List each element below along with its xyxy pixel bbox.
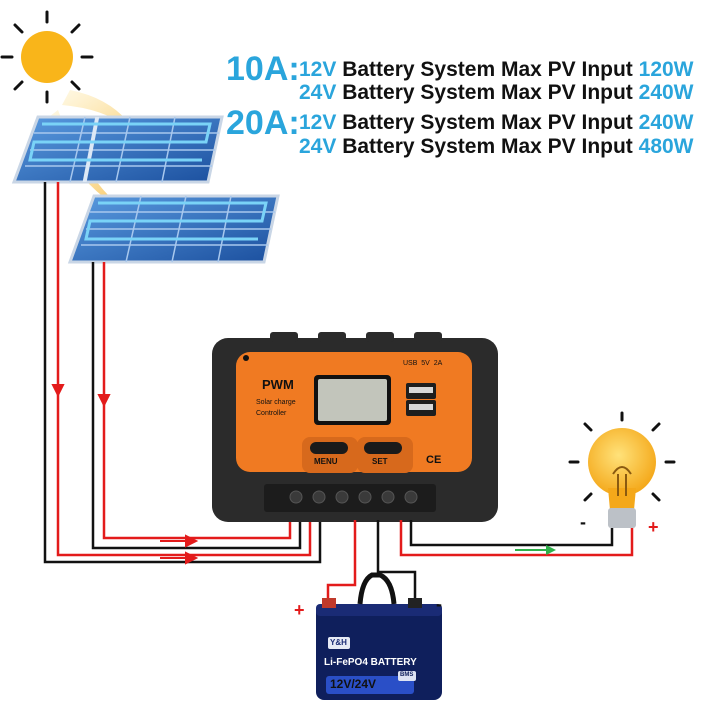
terminal-block (264, 484, 436, 512)
spec-amp-20a: 20A: (226, 104, 300, 142)
spec-row: 12V Battery System Max PV Input 240W (299, 111, 694, 135)
solar-panel-icon (11, 115, 224, 184)
battery-voltage: 12V/24V (330, 677, 377, 691)
spec-watts: 480W (638, 135, 694, 158)
light-bulb-icon (568, 411, 676, 528)
spec-row: 12V Battery System Max PV Input 120W (299, 58, 694, 82)
battery-plus-sign: + (294, 600, 305, 620)
spec-watts: 240W (638, 81, 694, 104)
controller-subtitle: Controller (256, 410, 287, 417)
battery-brand: Y&H (330, 638, 347, 647)
load-minus-sign: - (580, 512, 586, 532)
set-label: SET (372, 457, 388, 466)
charge-controller (212, 332, 498, 522)
spec-voltage: 24V (299, 135, 337, 158)
spec-voltage: 12V (299, 58, 337, 81)
spec-voltage: 24V (299, 81, 337, 104)
battery-bms: BMS (400, 672, 414, 678)
load-arrow (515, 545, 556, 555)
solar-panel-icon (67, 194, 280, 264)
menu-button[interactable] (310, 442, 348, 454)
load-wires (399, 520, 634, 557)
ce-mark-icon: CE (426, 454, 442, 466)
spec-row: 24V Battery System Max PV Input 240W (299, 81, 694, 105)
battery-wires (326, 520, 417, 605)
spec-text: Battery System Max PV Input (336, 58, 639, 81)
current-arrows (51, 350, 199, 565)
battery-title: Li-FePO4 BATTERY (324, 657, 417, 668)
spec-text: Battery System Max PV Input (336, 81, 639, 104)
spec-watts: 240W (638, 111, 694, 134)
spec-amp-10a: 10A: (226, 50, 300, 88)
controller-title: PWM (262, 377, 294, 392)
menu-label: MENU (314, 457, 338, 466)
spec-text: Battery System Max PV Input (336, 135, 639, 158)
spec-row: 24V Battery System Max PV Input 480W (299, 135, 694, 159)
spec-text: Battery System Max PV Input (336, 111, 639, 134)
usb-label: USB 5V 2A (403, 360, 443, 367)
load-plus-sign: + (648, 517, 659, 537)
spec-voltage: 12V (299, 111, 337, 134)
battery-icon (316, 572, 442, 700)
controller-subtitle: Solar charge (256, 399, 296, 406)
battery-minus-sign: - (436, 594, 442, 614)
spec-watts: 120W (638, 58, 694, 81)
spec-block: 10A: 12V Battery System Max PV Input 120… (0, 0, 720, 170)
set-button[interactable] (364, 442, 402, 454)
sun-icon (0, 10, 94, 104)
